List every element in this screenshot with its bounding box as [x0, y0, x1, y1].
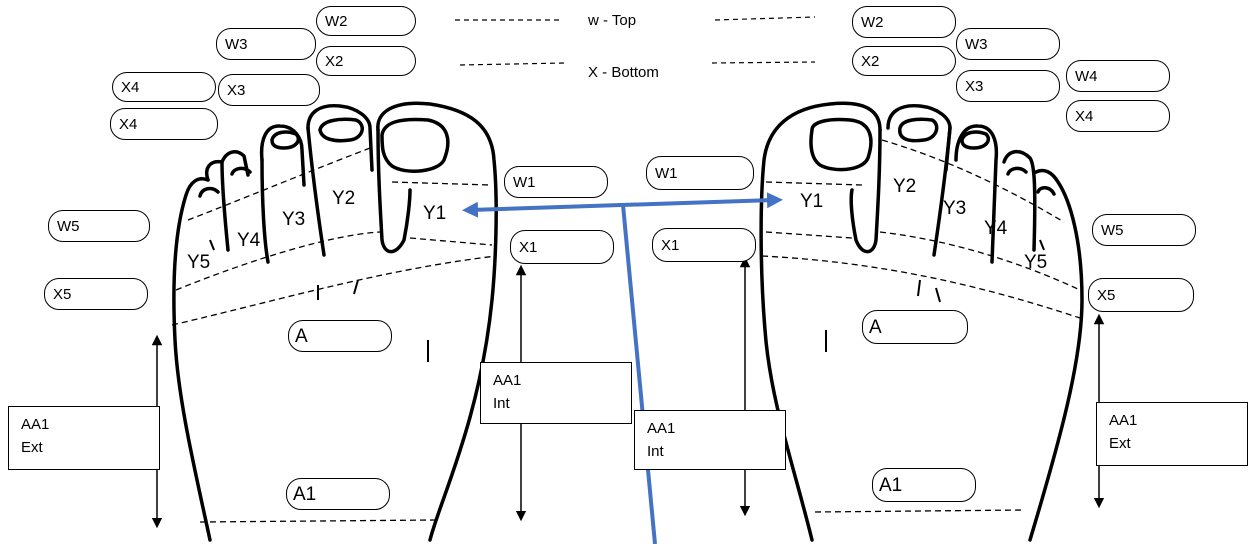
tag-right-x1[interactable]: X1: [652, 228, 756, 262]
toe-label-right-y1: Y1: [800, 191, 823, 212]
box-right-aa1-int-line2: Int: [647, 443, 664, 460]
tag-left-w3[interactable]: W3: [216, 28, 316, 60]
box-right-aa1-int[interactable]: AA1 Int: [634, 410, 786, 470]
tag-right-w4[interactable]: W4: [1066, 60, 1170, 92]
right-toe-labels: Y1 Y2 Y3 Y4 Y5: [800, 176, 1047, 273]
tag-left-x5[interactable]: X5: [44, 278, 148, 310]
tag-right-w3[interactable]: W3: [956, 28, 1060, 60]
left-foot-segments: [171, 147, 497, 523]
toe-label-right-y3: Y3: [943, 198, 966, 219]
tag-right-w5[interactable]: W5: [1092, 214, 1196, 246]
tag-left-x3[interactable]: X3: [218, 74, 320, 106]
box-right-aa1-ext-line1: AA1: [1109, 412, 1138, 429]
tag-left-x2[interactable]: X2: [316, 46, 416, 76]
tag-right-a[interactable]: A: [862, 310, 968, 344]
toe-label-left-y2: Y2: [332, 188, 355, 209]
toe-label-left-y4: Y4: [237, 230, 261, 251]
tag-right-x4[interactable]: X4: [1066, 100, 1170, 132]
pointer-midline: [621, 204, 657, 544]
tag-right-a1[interactable]: A1: [872, 468, 976, 502]
tag-right-x5[interactable]: X5: [1088, 278, 1194, 312]
blue-pointer: [462, 192, 783, 544]
toe-label-right-y4: Y4: [984, 218, 1008, 239]
legend-lines: [455, 16, 816, 66]
box-right-aa1-ext-line2: Ext: [1109, 435, 1131, 452]
tag-left-w2[interactable]: W2: [316, 6, 416, 36]
toe-label-right-y5: Y5: [1024, 252, 1047, 273]
left-toe-labels: Y1 Y2 Y3 Y4 Y5: [187, 188, 446, 273]
box-left-aa1-int[interactable]: AA1 Int: [480, 362, 632, 424]
tag-right-w2[interactable]: W2: [852, 6, 956, 38]
box-right-aa1-ext[interactable]: AA1 Ext: [1096, 402, 1248, 466]
left-foot-outline: [172, 101, 498, 542]
box-left-aa1-ext-line1: AA1: [21, 416, 50, 433]
toe-label-left-y1: Y1: [423, 203, 446, 224]
left-foot-marks: [209, 239, 429, 362]
tag-left-w4[interactable]: X4: [112, 72, 216, 102]
tag-left-a[interactable]: A: [288, 320, 392, 352]
tag-left-x4[interactable]: X4: [110, 108, 218, 140]
tag-right-x2[interactable]: X2: [852, 46, 956, 76]
legend-bottom: X - Bottom: [588, 64, 659, 81]
tag-left-a1[interactable]: A1: [286, 478, 390, 510]
tag-left-w1[interactable]: W1: [504, 166, 608, 198]
box-left-aa1-int-line2: Int: [493, 395, 510, 412]
right-foot-marks: [825, 239, 1045, 352]
toe-label-right-y2: Y2: [893, 176, 916, 197]
tag-right-x3[interactable]: X3: [956, 70, 1060, 102]
right-foot-segments: [761, 139, 1081, 513]
box-left-aa1-int-line1: AA1: [493, 372, 522, 389]
legend-top: w - Top: [588, 12, 637, 29]
tag-right-w1[interactable]: W1: [646, 156, 754, 190]
box-left-aa1-ext[interactable]: AA1 Ext: [8, 406, 160, 470]
box-right-aa1-int-line1: AA1: [647, 420, 676, 437]
tag-left-w5[interactable]: W5: [48, 210, 150, 242]
tag-left-x1[interactable]: X1: [510, 230, 614, 264]
toe-label-left-y3: Y3: [282, 209, 305, 230]
pointer-y1-link: [462, 192, 783, 218]
toe-label-left-y5: Y5: [187, 252, 210, 273]
box-left-aa1-ext-line2: Ext: [21, 439, 43, 456]
